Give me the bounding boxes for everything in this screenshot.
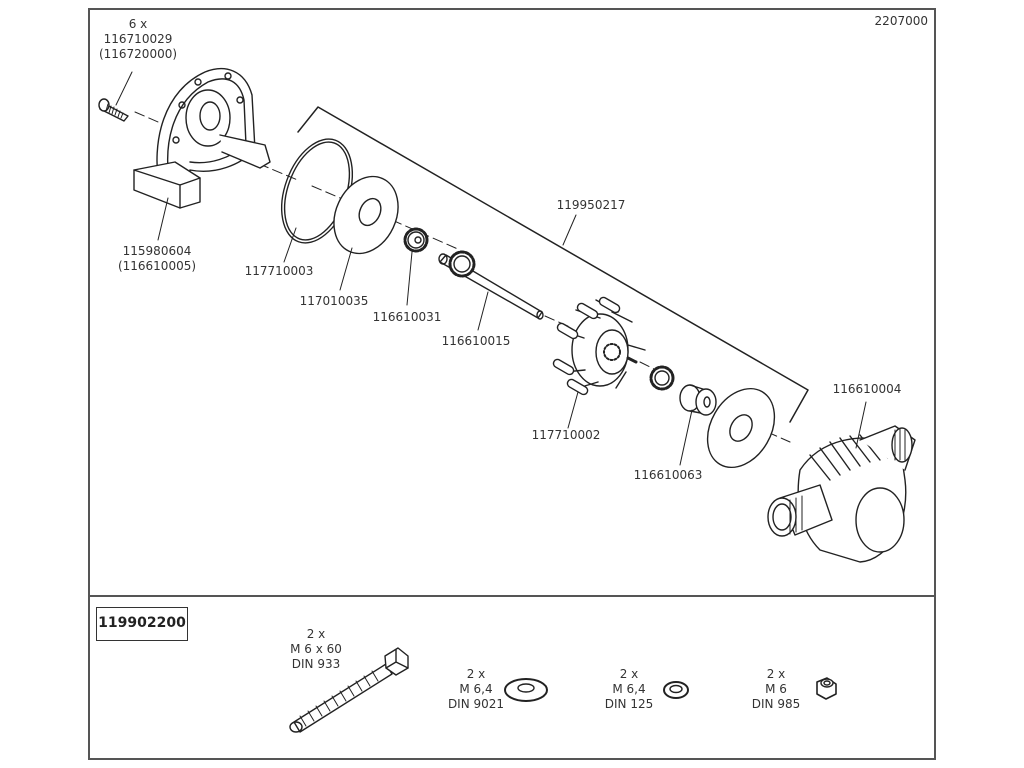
washer-small-icon [663, 681, 689, 699]
bolt-icon [289, 647, 409, 733]
leader-o-ring [283, 227, 297, 263]
shaft-icon [438, 250, 544, 320]
label-lock-nut: 2 x M 6 DIN 985 [741, 667, 811, 712]
label-line: 115980604 [122, 244, 192, 258]
label-shaft: 116610015 [441, 334, 511, 349]
kit-bracket-line [297, 106, 809, 423]
label-line: 2 x [619, 667, 639, 681]
hardware-kit-number: 119902200 [96, 607, 188, 641]
bracket-icon [133, 68, 271, 209]
impeller-icon [552, 296, 646, 396]
leader-gasket [339, 247, 353, 291]
label-line: 117010035 [299, 294, 369, 308]
label-impeller-kit: 119950217 [556, 198, 626, 213]
label-line: 119950217 [556, 198, 626, 212]
label-line: 2 x [766, 667, 786, 681]
drawing-frame [88, 8, 936, 760]
label-line: (116720000) [98, 47, 178, 61]
leader-bushing [679, 409, 693, 466]
leader-impeller [567, 391, 579, 429]
pump-housing-icon [767, 425, 916, 563]
drawing-number: 2207000 [874, 14, 928, 28]
label-gasket-front: 117010035 [299, 294, 369, 309]
screw-icon [98, 98, 129, 122]
label-line: 116610015 [441, 334, 511, 348]
label-gear-small: 116610031 [372, 310, 442, 325]
label-screw: 6 x 116710029 (116720000) [98, 17, 178, 62]
leader-kit [562, 214, 577, 246]
label-line: 116710029 [103, 32, 173, 46]
leader-shaft [477, 291, 489, 331]
label-line: DIN 125 [604, 697, 654, 711]
leader-gear-small [406, 251, 413, 306]
washer-large-icon [504, 678, 548, 702]
label-impeller: 117710002 [531, 428, 601, 443]
label-line: M 6,4 [612, 682, 646, 696]
section-divider [88, 595, 936, 597]
label-line: DIN 933 [291, 657, 341, 671]
label-bolt: 2 x M 6 x 60 DIN 933 [281, 627, 351, 672]
label-line: 116610004 [832, 382, 902, 396]
label-line: 116610031 [372, 310, 442, 324]
label-line: M 6 x 60 [290, 642, 342, 656]
gasket-front-icon [333, 175, 399, 255]
label-line: DIN 9021 [447, 697, 505, 711]
gear-small-icon [403, 227, 429, 253]
leader-bracket [157, 197, 169, 241]
gasket-rear-icon [706, 387, 776, 469]
label-bracket: 115980604 (116610005) [112, 244, 202, 274]
label-line: M 6 [765, 682, 787, 696]
label-washer-small: 2 x M 6,4 DIN 125 [594, 667, 664, 712]
label-line: 117710003 [244, 264, 314, 278]
label-pump-housing: 116610004 [832, 382, 902, 397]
label-line: DIN 985 [751, 697, 801, 711]
label-line: 117710002 [531, 428, 601, 442]
leader-pump-housing [855, 401, 867, 449]
label-line: 2 x [466, 667, 486, 681]
leader-screw [115, 71, 133, 106]
bushing-icon [679, 384, 717, 416]
label-line: 2 x [306, 627, 326, 641]
label-o-ring: 117710003 [244, 264, 314, 279]
gear-small-2-icon [649, 365, 675, 391]
label-washer-large: 2 x M 6,4 DIN 9021 [441, 667, 511, 712]
label-line: M 6,4 [459, 682, 493, 696]
label-line: 116610063 [633, 468, 703, 482]
label-line: (116610005) [117, 259, 197, 273]
lock-nut-icon [816, 677, 837, 700]
label-line: 6 x [128, 17, 148, 31]
label-bushing: 116610063 [633, 468, 703, 483]
